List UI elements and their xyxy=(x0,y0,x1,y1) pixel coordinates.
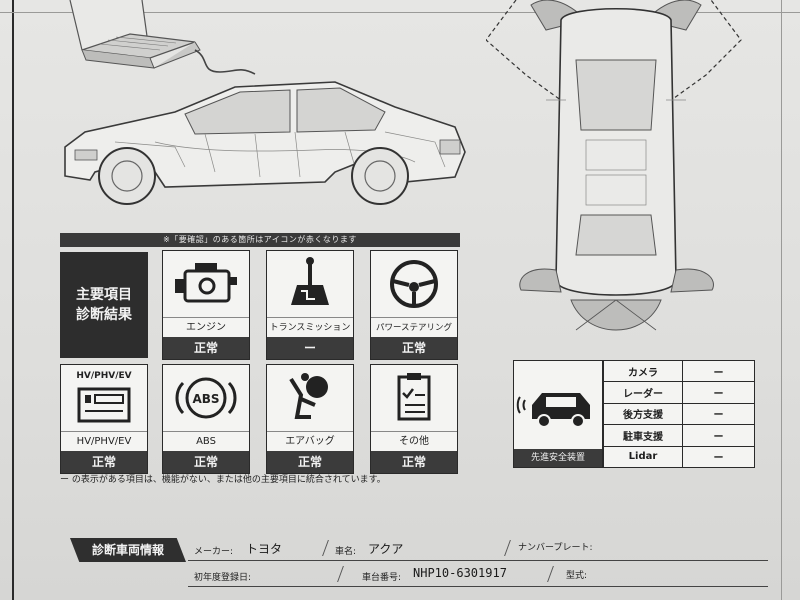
gear-shift-icon xyxy=(291,257,329,305)
divider xyxy=(337,566,344,582)
adas-row-name: 駐車支援 xyxy=(603,424,683,447)
car-name-value: アクア xyxy=(368,542,404,556)
adas-row-value: ー xyxy=(682,445,755,469)
tile-engine: エンジン 正常 xyxy=(162,250,250,360)
car-sensor-icon xyxy=(516,393,590,428)
tile-status: 正常 xyxy=(371,337,457,359)
tile-airbag: エアバッグ 正常 xyxy=(266,364,354,474)
tile-other: その他 正常 xyxy=(370,364,458,474)
first-registration-label: 初年度登録日: xyxy=(194,573,252,583)
table-row: カメラ ー xyxy=(603,359,755,383)
table-row: Lidar ー xyxy=(603,445,755,469)
tile-transmission: トランスミッション ー xyxy=(266,250,354,360)
table-row: 後方支援 ー xyxy=(603,402,755,426)
right-border-line xyxy=(781,0,782,600)
adas-row-value: ー xyxy=(682,381,755,404)
adas-label: 先進安全装置 xyxy=(514,449,602,467)
steering-wheel-icon xyxy=(390,260,438,308)
tile-label: トランスミッション xyxy=(267,317,353,338)
main-title-line1: 主要項目 xyxy=(76,287,132,303)
tile-status: 正常 xyxy=(267,451,353,473)
adas-row-name: レーダー xyxy=(603,381,683,404)
tile-status: 正常 xyxy=(371,451,457,473)
divider xyxy=(322,540,329,556)
top-border-line xyxy=(0,12,800,13)
airbag-icon xyxy=(289,373,328,419)
svg-text:ABS: ABS xyxy=(192,392,219,406)
footnote: ー の表示がある項目は、機能がない、または他の主要項目に統合されています。 xyxy=(60,475,386,485)
maker-label: メーカー: xyxy=(194,547,234,557)
divider xyxy=(504,540,511,556)
adas-row-value: ー xyxy=(682,424,755,447)
tile-status: 正常 xyxy=(61,451,147,473)
tile-label: ABS xyxy=(163,431,249,452)
adas-icon-box: 先進安全装置 xyxy=(513,360,603,468)
vehicle-info-section: 診断車両情報 メーカー: トヨタ 車名: アクア ナンバープレート: 初年度登録… xyxy=(70,534,770,600)
maker-value: トヨタ xyxy=(246,542,283,556)
main-title-line2: 診断結果 xyxy=(76,307,132,323)
plate-label: ナンバープレート: xyxy=(518,543,593,553)
battery-panel-icon xyxy=(77,387,131,423)
car-side-illustration xyxy=(64,81,466,205)
table-row: 駐車支援 ー xyxy=(603,424,755,447)
vehicle-info-title: 診断車両情報 xyxy=(70,538,186,562)
adas-row-name: 後方支援 xyxy=(603,402,683,426)
left-border-line xyxy=(12,0,14,600)
table-row: レーダー ー xyxy=(603,381,755,404)
tile-hv-phv-ev: HV/PHV/EV HV/PHV/EV 正常 xyxy=(60,364,148,474)
car-name-label: 車名: xyxy=(335,547,357,557)
chassis-number-label: 車台番号: xyxy=(362,573,402,583)
tile-power-steering: パワーステアリング 正常 xyxy=(370,250,458,360)
adas-table: カメラ ー レーダー ー 後方支援 ー 駐車支援 ー Lidar ー xyxy=(603,359,755,469)
model-label: 型式: xyxy=(566,571,588,581)
vehicle-row-line xyxy=(188,560,768,561)
tile-label: パワーステアリング xyxy=(371,317,457,338)
car-top-view-illustration xyxy=(486,0,742,331)
main-diagnosis-title: 主要項目 診断結果 xyxy=(60,252,148,358)
engine-icon xyxy=(175,263,237,303)
divider xyxy=(547,566,554,582)
checklist-icon xyxy=(397,373,431,421)
tile-label: その他 xyxy=(371,431,457,452)
adas-row-value: ー xyxy=(682,359,755,383)
adas-section: 先進安全装置 カメラ ー レーダー ー 後方支援 ー 駐車支援 ー Lidar … xyxy=(513,359,755,469)
abs-icon: ABS xyxy=(175,377,237,419)
tile-status: ー xyxy=(267,337,353,359)
notice-bar: ※「要確認」のある箇所はアイコンが赤くなります xyxy=(60,233,460,247)
tile-label: エンジン xyxy=(163,317,249,338)
hv-header: HV/PHV/EV xyxy=(76,371,132,381)
laptop-illustration xyxy=(69,0,256,75)
tile-label: エアバッグ xyxy=(267,431,353,452)
tile-status: 正常 xyxy=(163,451,249,473)
adas-row-name: カメラ xyxy=(603,359,683,383)
tile-status: 正常 xyxy=(163,337,249,359)
adas-row-value: ー xyxy=(682,402,755,426)
adas-row-name: Lidar xyxy=(603,445,683,469)
tile-label: HV/PHV/EV xyxy=(61,431,147,452)
chassis-number-value: NHP10-6301917 xyxy=(413,566,507,580)
vehicle-row-line xyxy=(188,586,768,587)
tile-abs: ABS ABS 正常 xyxy=(162,364,250,474)
